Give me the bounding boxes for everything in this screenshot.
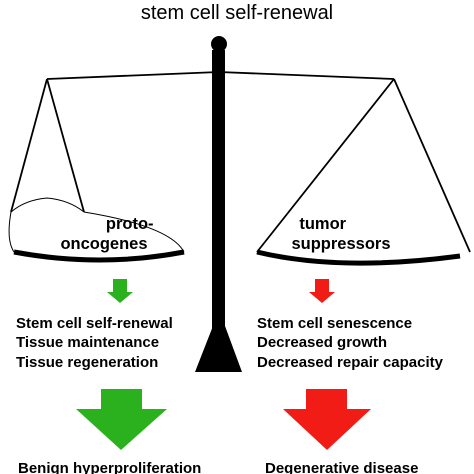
right-pan-string — [393, 78, 471, 253]
left-pan: proto- oncogenes — [8, 78, 185, 263]
right-effect-item: Decreased repair capacity — [257, 354, 444, 371]
left-small-arrow — [107, 279, 133, 303]
left-pan-bowl — [13, 249, 185, 263]
left-effect-item: Tissue regeneration — [16, 354, 158, 371]
left-effects-list: Stem cell self-renewal Tissue maintenanc… — [16, 315, 173, 371]
scale-base — [195, 326, 242, 372]
left-pan-cone — [8, 211, 185, 253]
right-outcome: Degenerative disease — [265, 460, 418, 474]
scale-knob — [211, 36, 227, 52]
left-pan-label: proto- oncogenes — [60, 215, 158, 253]
scale-pole — [212, 50, 225, 333]
left-pan-string — [46, 78, 85, 213]
right-pan-label: tumor suppressors — [291, 215, 390, 253]
scale-beam — [46, 71, 395, 80]
right-pan-string — [256, 78, 395, 253]
left-outcome: Benign hyperproliferation — [18, 460, 201, 474]
diagram-title: stem cell self-renewal — [141, 2, 333, 24]
right-effects-list: Stem cell senescence Decreased growth De… — [257, 315, 444, 371]
right-pan-label-line: suppressors — [291, 235, 390, 253]
right-small-arrow — [309, 279, 335, 303]
left-effect-item: Stem cell self-renewal — [16, 315, 173, 332]
right-effect-item: Decreased growth — [257, 334, 387, 351]
left-big-arrow — [76, 389, 167, 450]
left-pan-label-line: oncogenes — [60, 235, 147, 253]
right-pan: tumor suppressors — [256, 78, 471, 266]
right-pan-bowl — [256, 249, 461, 266]
left-pan-rim — [10, 197, 85, 213]
balance-scale — [46, 36, 395, 372]
right-big-arrow — [283, 389, 371, 450]
left-pan-label-line: proto- — [106, 215, 154, 233]
left-pan-string — [10, 78, 48, 213]
left-effect-item: Tissue maintenance — [16, 334, 159, 351]
right-effect-item: Stem cell senescence — [257, 315, 412, 332]
right-pan-label-line: tumor — [299, 215, 346, 233]
